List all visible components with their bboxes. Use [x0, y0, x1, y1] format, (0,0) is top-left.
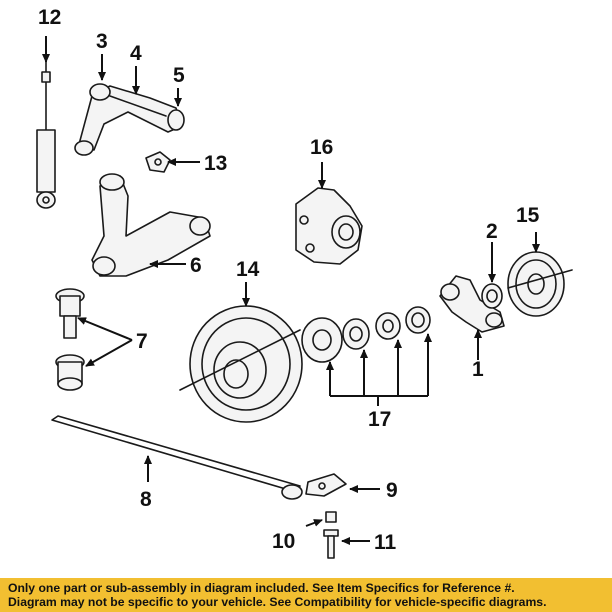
callout-5: 5 [173, 64, 185, 87]
callout-8: 8 [140, 488, 152, 511]
callout-11: 11 [374, 531, 397, 554]
callout-16: 16 [310, 136, 333, 159]
bushing-parts [55, 288, 85, 391]
callout-3: 3 [96, 30, 108, 53]
callout-7: 7 [136, 330, 148, 353]
callout-15: 15 [516, 204, 540, 227]
disclaimer-line-1: Only one part or sub-assembly in diagram… [8, 581, 515, 595]
callout-14: 14 [236, 258, 260, 281]
hub-bearing-parts [301, 306, 431, 363]
callout-4: 4 [130, 42, 142, 65]
disclaimer-banner: Only one part or sub-assembly in diagram… [0, 578, 612, 612]
callout-13: 13 [204, 152, 227, 175]
lower-control-arm-part [91, 173, 211, 277]
brake-rotor-part [179, 305, 303, 423]
dust-shield-part [507, 251, 573, 317]
steering-knuckle-part [439, 275, 505, 333]
callout-10: 10 [272, 530, 295, 553]
brake-caliper-part [295, 187, 363, 265]
callout-2: 2 [486, 220, 498, 243]
callout-labels: 12 3 4 5 13 6 7 8 9 10 11 14 15 16 2 1 1… [38, 6, 540, 554]
shock-absorber-part [36, 61, 56, 209]
callout-12: 12 [38, 6, 61, 29]
seal-part [481, 283, 503, 309]
callout-17: 17 [368, 408, 391, 431]
callout-9: 9 [386, 479, 398, 502]
stabilizer-link-parts [305, 473, 347, 559]
leader-lines [42, 36, 540, 545]
callout-1: 1 [472, 358, 484, 381]
callout-6: 6 [190, 254, 202, 277]
ball-joint-part [145, 151, 171, 173]
stabilizer-bar-part [51, 415, 303, 500]
upper-control-arm-part [74, 83, 185, 156]
exploded-suspension-diagram: 12 3 4 5 13 6 7 8 9 10 11 14 15 16 2 1 1… [36, 6, 573, 559]
disclaimer-line-2: Diagram may not be specific to your vehi… [8, 595, 547, 609]
